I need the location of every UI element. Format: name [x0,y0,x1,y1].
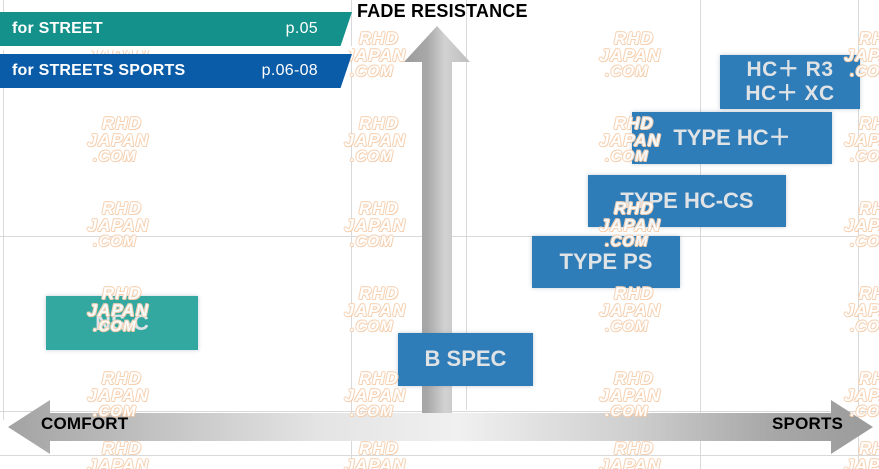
product-label-type-hc-plus: TYPE HC＋ [673,124,791,150]
product-label-hc-r3: HC＋ R3 [746,58,834,82]
product-box-type-hc-plus[interactable]: TYPE HC＋ [632,112,832,164]
legend-banner-page-street: p.05 [285,20,318,37]
product-label-ns-c: NS-C [95,309,149,335]
guide-line-horizontal [0,455,879,456]
product-label-type-ps: TYPE PS [559,248,653,274]
comfort-sports-axis-arrow [8,400,873,454]
guide-line-vertical [858,0,859,469]
product-label-b-spec: B SPEC [424,346,507,372]
axis-label-comfort: COMFORT [41,414,129,433]
product-label-type-hc-cs: TYPE HC-CS [620,187,754,213]
legend-banner-for-street[interactable]: for STREET p.05 [0,12,352,46]
product-box-b-spec[interactable]: B SPEC [398,333,533,386]
axis-label-sports: SPORTS [772,414,844,433]
product-box-hc-r3-xc[interactable]: HC＋ R3 HC＋ XC [720,55,860,109]
guide-line-vertical [466,0,467,410]
axis-label-fade-resistance: FADE RESISTANCE [357,1,528,21]
legend-banner-for-streets-sports[interactable]: for STREETS SPORTS p.06-08 [0,54,352,88]
banner-tail-shape [330,54,352,88]
guide-line-vertical [700,0,701,469]
banner-tail-shape [330,12,352,46]
legend-banner-title-streets-sports: for STREETS SPORTS [12,62,186,79]
legend-banner-page-streets-sports: p.06-08 [261,62,318,79]
product-label-hc-xc: HC＋ XC [745,82,835,105]
product-box-type-ps[interactable]: TYPE PS [532,236,680,288]
product-box-type-hc-cs[interactable]: TYPE HC-CS [588,175,786,227]
guide-line-vertical [3,0,4,420]
guide-line-vertical [351,0,352,469]
product-box-ns-c[interactable]: NS-C [46,296,198,350]
legend-banner-title-street: for STREET [12,20,103,37]
banner-separator [0,46,352,50]
fade-resistance-axis-arrow [404,26,470,420]
